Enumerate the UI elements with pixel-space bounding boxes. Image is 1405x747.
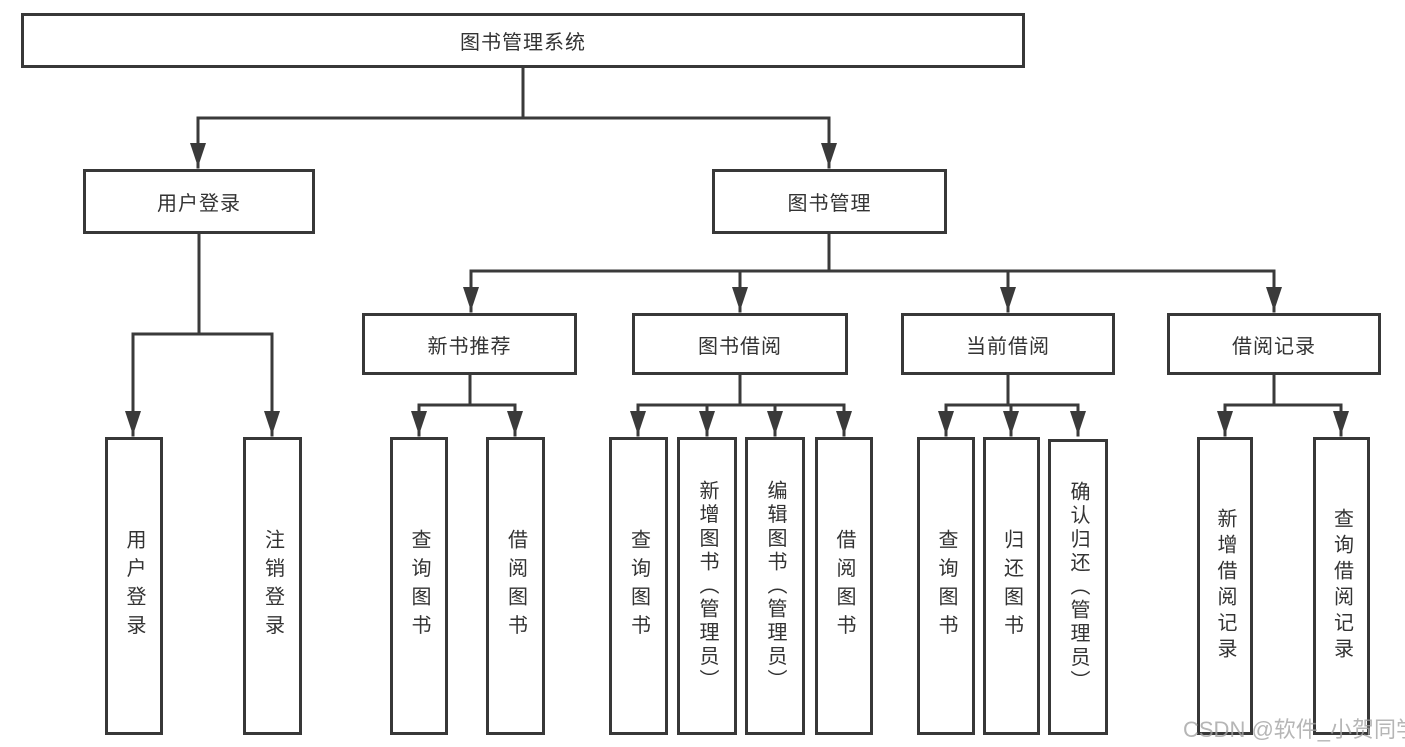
leaf-records-query-record: 查询借阅记录 — [1313, 437, 1370, 735]
leaf-borrow-add-books-admin-label: 新增图书（管理员） — [696, 479, 718, 693]
node-current-borrowing-label: 当前借阅 — [966, 335, 1050, 358]
leaf-records-query-record-label: 查询借阅记录 — [1330, 508, 1353, 664]
node-user-login: 用户登录 — [83, 169, 315, 234]
leaf-login-user-login: 用户登录 — [105, 437, 163, 735]
leaf-login-logout-label: 注销登录 — [261, 529, 284, 643]
leaf-borrow-query-books-label: 查询图书 — [627, 529, 650, 643]
node-borrowing-records: 借阅记录 — [1167, 313, 1381, 375]
leaf-borrow-edit-books-admin: 编辑图书（管理员） — [745, 437, 805, 735]
leaf-borrow-borrow-books-label: 借阅图书 — [833, 529, 855, 643]
leaf-borrow-borrow-books: 借阅图书 — [815, 437, 873, 735]
leaf-recommend-query-books-label: 查询图书 — [408, 529, 430, 643]
node-borrowing-records-label: 借阅记录 — [1232, 335, 1316, 358]
leaf-borrow-add-books-admin: 新增图书（管理员） — [677, 437, 737, 735]
node-new-book-recommend: 新书推荐 — [362, 313, 577, 375]
leaf-records-add-record-label: 新增借阅记录 — [1214, 508, 1236, 664]
leaf-login-user-login-label: 用户登录 — [123, 529, 145, 643]
node-user-login-label: 用户登录 — [157, 193, 241, 215]
leaf-current-return-books: 归还图书 — [983, 437, 1040, 735]
leaf-borrow-edit-books-admin-label: 编辑图书（管理员） — [764, 479, 786, 693]
leaf-login-logout: 注销登录 — [243, 437, 302, 735]
leaf-recommend-query-books: 查询图书 — [390, 437, 448, 735]
node-book-borrowing-label: 图书借阅 — [698, 335, 782, 358]
node-current-borrowing: 当前借阅 — [901, 313, 1115, 375]
leaf-recommend-borrow-books-label: 借阅图书 — [504, 529, 527, 643]
leaf-current-return-books-label: 归还图书 — [1000, 529, 1023, 643]
node-book-borrowing: 图书借阅 — [632, 313, 848, 375]
node-root: 图书管理系统 — [21, 13, 1025, 68]
leaf-records-add-record: 新增借阅记录 — [1197, 437, 1253, 735]
leaf-current-query-books: 查询图书 — [917, 437, 975, 735]
node-root-label: 图书管理系统 — [460, 32, 586, 54]
node-new-book-recommend-label: 新书推荐 — [427, 335, 512, 358]
watermark: CSDN @软件_小贺同学 — [1183, 717, 1405, 742]
node-book-management: 图书管理 — [712, 169, 947, 234]
leaf-recommend-borrow-books: 借阅图书 — [486, 437, 545, 735]
leaf-current-confirm-return-admin: 确认归还（管理员） — [1048, 439, 1108, 735]
node-book-management-label: 图书管理 — [787, 193, 872, 215]
leaf-current-query-books-label: 查询图书 — [935, 529, 957, 643]
leaf-current-confirm-return-admin-label: 确认归还（管理员） — [1067, 480, 1089, 694]
leaf-borrow-query-books: 查询图书 — [609, 437, 668, 735]
